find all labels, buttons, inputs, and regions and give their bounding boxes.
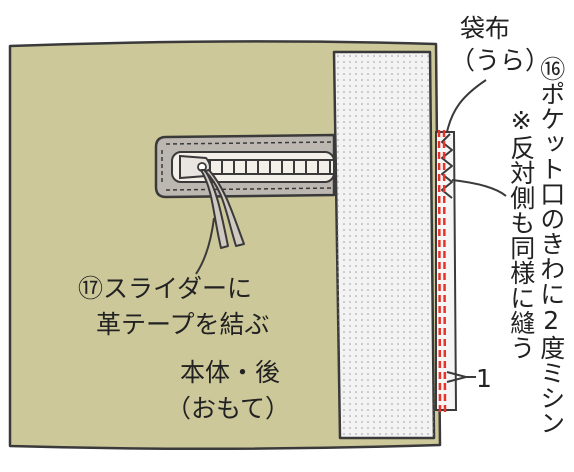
stitch-line-2 xyxy=(442,129,447,413)
step16-label: ⑯ポケット口のきわに2度ミシン xyxy=(536,56,566,435)
pocket-cloth-flap xyxy=(435,131,458,411)
bag-cloth-side-label: （うら） xyxy=(450,46,551,75)
body-label-line2: （おもて） xyxy=(166,394,291,423)
dimension-label: 1 xyxy=(476,364,492,393)
bag-cloth-leader xyxy=(446,79,487,133)
dimension-marker xyxy=(446,371,476,383)
step16-note: ※反対側も同様に縫う xyxy=(506,106,536,360)
leather-tape-pull xyxy=(200,169,245,249)
bag-cloth-label: 袋布 xyxy=(460,14,511,43)
stitch-line-1 xyxy=(437,129,442,413)
step17-label-line1: ⑰スライダーに xyxy=(78,274,253,303)
step17-label-line2: 革テープを結ぶ xyxy=(96,310,270,339)
step16-leader xyxy=(451,179,507,197)
step17-leader xyxy=(195,217,215,275)
body-label-line1: 本体・後 xyxy=(180,358,281,387)
